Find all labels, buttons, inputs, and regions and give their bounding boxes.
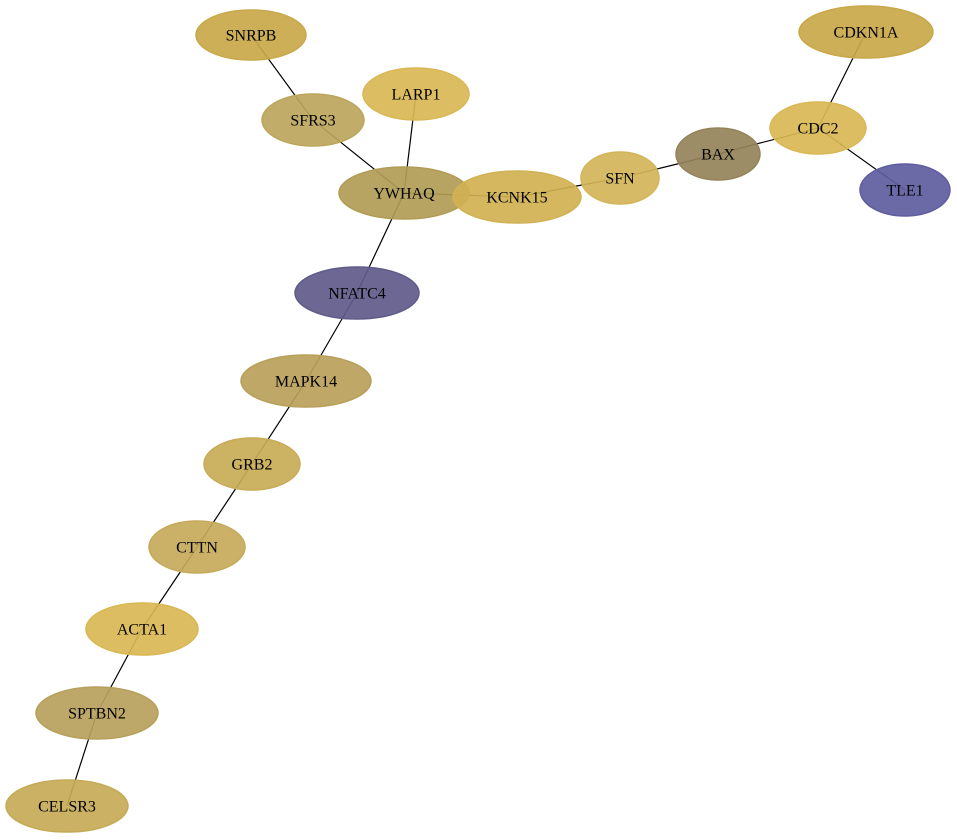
node-shape-acta1 <box>85 602 199 656</box>
node-sfrs3[interactable]: SFRS3 <box>261 93 365 147</box>
node-cdkn1a[interactable]: CDKN1A <box>798 5 934 59</box>
node-larp1[interactable]: LARP1 <box>362 67 470 121</box>
node-shape-mapk14 <box>240 354 372 408</box>
node-label-mapk14: MAPK14 <box>275 374 337 391</box>
node-shape-grb2 <box>203 437 301 491</box>
node-label-nfatc4: NFATC4 <box>328 286 386 303</box>
node-grb2[interactable]: GRB2 <box>203 437 301 491</box>
node-shape-sfrs3 <box>261 93 365 147</box>
node-label-kcnk15: KCNK15 <box>486 190 547 207</box>
node-label-acta1: ACTA1 <box>117 622 167 639</box>
node-shape-bax <box>675 127 761 181</box>
node-snrpb[interactable]: SNRPB <box>195 9 307 61</box>
node-label-ywhaq: YWHAQ <box>373 186 435 203</box>
node-label-celsr3: CELSR3 <box>38 799 96 816</box>
node-label-tle1: TLE1 <box>886 183 923 200</box>
node-label-cdkn1a: CDKN1A <box>834 25 899 42</box>
node-nfatc4[interactable]: NFATC4 <box>294 266 420 320</box>
node-label-sfn: SFN <box>605 171 635 188</box>
node-shape-kcnk15 <box>452 170 582 224</box>
node-shape-cdkn1a <box>798 5 934 59</box>
node-kcnk15[interactable]: KCNK15 <box>452 170 582 224</box>
node-label-sptbn2: SPTBN2 <box>68 706 126 723</box>
node-tle1[interactable]: TLE1 <box>859 163 951 217</box>
node-shape-cttn <box>148 520 246 574</box>
node-shape-larp1 <box>362 67 470 121</box>
node-cttn[interactable]: CTTN <box>148 520 246 574</box>
node-shape-sfn <box>580 151 660 205</box>
node-sptbn2[interactable]: SPTBN2 <box>35 686 159 740</box>
node-label-grb2: GRB2 <box>232 457 273 474</box>
node-acta1[interactable]: ACTA1 <box>85 602 199 656</box>
node-shape-tle1 <box>859 163 951 217</box>
node-label-snrpb: SNRPB <box>226 28 277 45</box>
edge-layer <box>66 31 906 807</box>
node-cdc2[interactable]: CDC2 <box>769 101 867 155</box>
node-label-sfrs3: SFRS3 <box>290 113 335 130</box>
node-shape-cdc2 <box>769 101 867 155</box>
node-shape-celsr3 <box>5 779 129 833</box>
node-shape-sptbn2 <box>35 686 159 740</box>
node-mapk14[interactable]: MAPK14 <box>240 354 372 408</box>
node-shape-nfatc4 <box>294 266 420 320</box>
node-label-cdc2: CDC2 <box>798 121 839 138</box>
node-shape-snrpb <box>195 9 307 61</box>
node-celsr3[interactable]: CELSR3 <box>5 779 129 833</box>
node-bax[interactable]: BAX <box>675 127 761 181</box>
node-label-larp1: LARP1 <box>392 87 441 104</box>
node-ywhaq[interactable]: YWHAQ <box>338 166 470 220</box>
node-label-cttn: CTTN <box>176 540 218 557</box>
node-label-bax: BAX <box>701 147 735 164</box>
node-sfn[interactable]: SFN <box>580 151 660 205</box>
